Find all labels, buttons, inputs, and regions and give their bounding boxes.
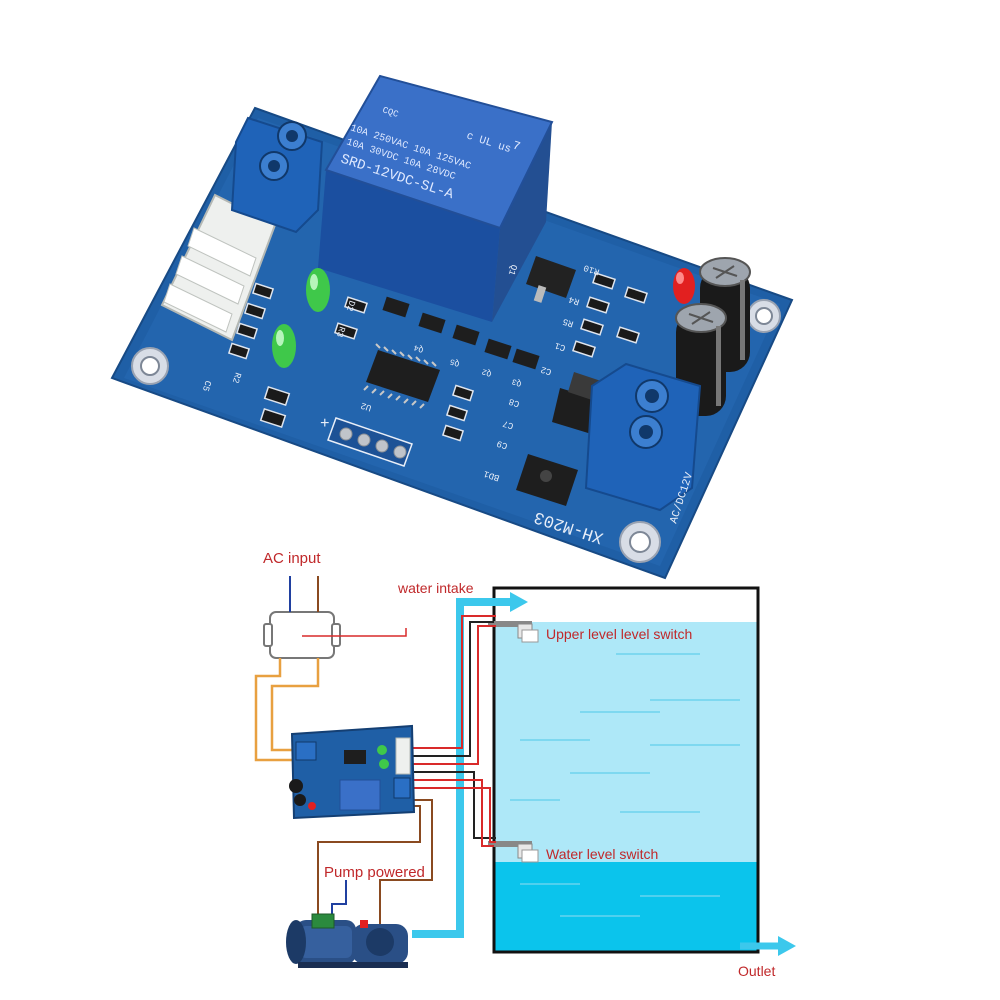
water-pump bbox=[286, 913, 408, 968]
label-pump-powered: Pump powered bbox=[324, 864, 425, 881]
svg-text:R3: R3 bbox=[334, 325, 347, 338]
bridge-rectifier: BD1 bbox=[482, 454, 578, 506]
status-led-green bbox=[306, 268, 330, 312]
svg-text:C5: C5 bbox=[200, 379, 213, 392]
water-ripples bbox=[510, 653, 740, 813]
relay: CQC c UL us 7 10A 250VAC 10A 125VAC 10A … bbox=[318, 74, 554, 322]
relay-top bbox=[324, 74, 554, 230]
label-water-intake: water intake bbox=[397, 580, 474, 596]
svg-text:C1: C1 bbox=[554, 340, 567, 353]
outlet-pipe bbox=[740, 936, 796, 956]
wire-orange-2 bbox=[270, 658, 320, 752]
svg-text:R10: R10 bbox=[582, 262, 601, 277]
svg-text:Q1: Q1 bbox=[506, 263, 519, 276]
wire-orange-1 bbox=[254, 658, 296, 762]
label-outlet: Outlet bbox=[738, 963, 775, 979]
water-level-switch bbox=[488, 841, 539, 863]
svg-text:Q2: Q2 bbox=[481, 366, 493, 378]
silkscreen-labels: R10 R4 R5 C1 D2 R3 C8 C7 C9 R2 C5 C2 bbox=[200, 262, 601, 451]
relay-module-board: CQC c UL us 7 10A 250VAC 10A 125VAC 10A … bbox=[110, 74, 794, 580]
svg-text:R2: R2 bbox=[230, 371, 243, 384]
module-thumbnail bbox=[289, 724, 416, 820]
label-water-level-switch: Water level switch bbox=[546, 846, 658, 862]
upper-level-switch bbox=[488, 621, 539, 643]
relay-number: 7 bbox=[511, 138, 522, 154]
wire-red-probe bbox=[302, 628, 407, 637]
svg-text:Q3: Q3 bbox=[511, 376, 523, 388]
label-ac-input: AC input bbox=[263, 550, 321, 567]
transistor-q1: Q1 bbox=[506, 256, 576, 303]
svg-text:Q5: Q5 bbox=[449, 356, 461, 368]
wire-pump-brown-2 bbox=[317, 805, 421, 920]
relay-cert-mark: CQC bbox=[381, 105, 400, 120]
jst-connector bbox=[160, 193, 277, 342]
pin-header: + bbox=[320, 415, 413, 467]
label-upper-level-switch: Upper level level switch bbox=[546, 626, 692, 642]
sensor-wires bbox=[410, 615, 496, 847]
wire-pump-brown-1 bbox=[379, 799, 433, 930]
wiring-diagram: AC input water intake Upper level level … bbox=[254, 550, 796, 979]
svg-text:C7: C7 bbox=[502, 418, 515, 431]
ic-chip: U2 bbox=[360, 343, 440, 413]
svg-text:+: + bbox=[320, 415, 330, 433]
wire-pump-blue bbox=[331, 880, 347, 920]
screw-terminal-power bbox=[584, 362, 702, 512]
svg-text:BD1: BD1 bbox=[482, 468, 501, 483]
svg-text:C2: C2 bbox=[540, 364, 553, 377]
water-tank bbox=[492, 586, 760, 954]
svg-text:U2: U2 bbox=[360, 400, 373, 413]
status-led-green bbox=[272, 324, 296, 368]
transistor-row: Q4 Q5 Q2 Q3 bbox=[382, 296, 540, 388]
svg-text:D2: D2 bbox=[344, 299, 357, 312]
power-led-red bbox=[673, 268, 695, 304]
svg-text:C9: C9 bbox=[496, 438, 509, 451]
tank-water-upper bbox=[494, 622, 758, 862]
svg-text:Q4: Q4 bbox=[413, 342, 425, 354]
svg-text:R4: R4 bbox=[568, 294, 581, 307]
screw-terminal-output bbox=[230, 116, 324, 234]
svg-text:R5: R5 bbox=[562, 316, 575, 329]
svg-text:C8: C8 bbox=[508, 396, 521, 409]
intake-pipe bbox=[412, 592, 528, 938]
tank-water-lower bbox=[494, 862, 758, 952]
smd-components bbox=[227, 272, 649, 442]
ac-input-block bbox=[263, 611, 341, 659]
